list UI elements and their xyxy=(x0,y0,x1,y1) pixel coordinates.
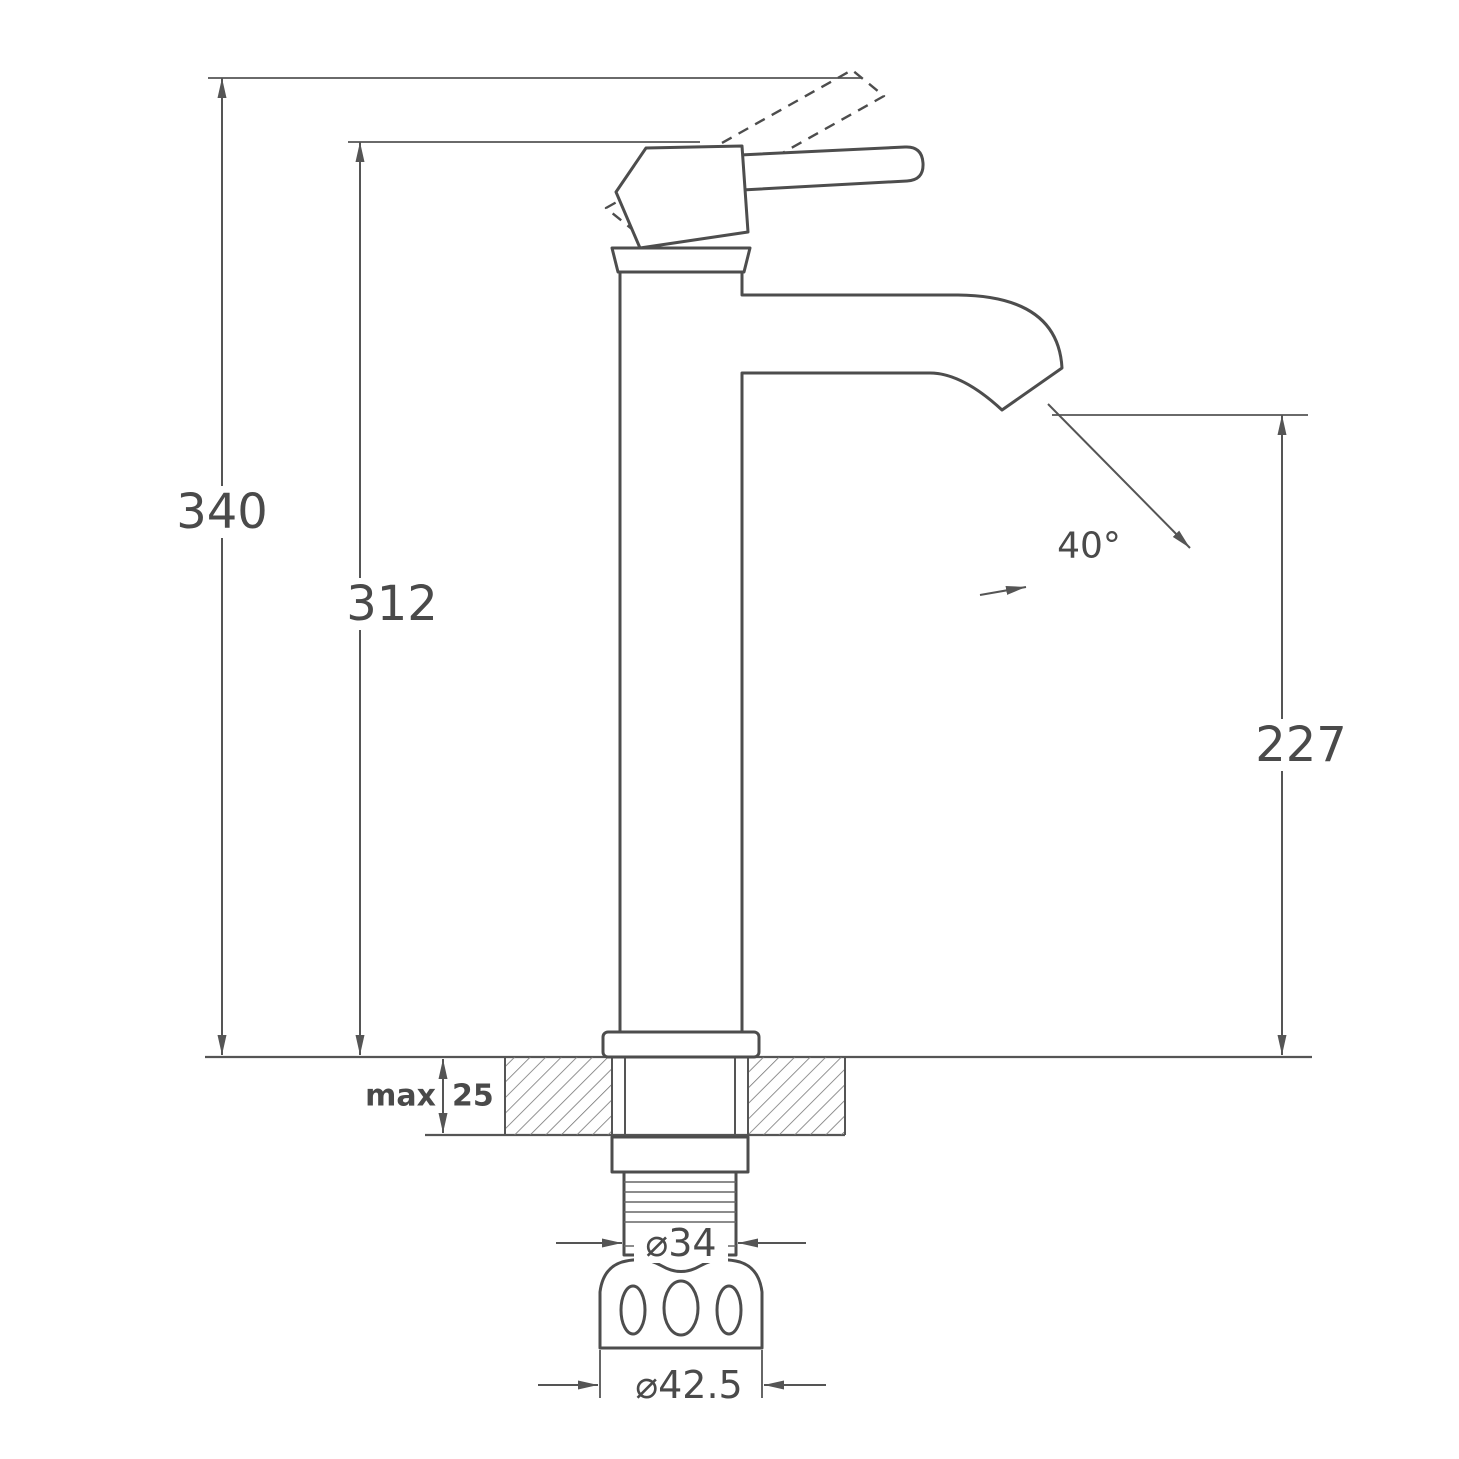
countertop-hatch-left xyxy=(505,1057,612,1135)
label-bg-40deg xyxy=(1046,523,1132,569)
nut-slot-center xyxy=(662,1279,700,1337)
label-bg-312 xyxy=(345,578,441,630)
label-bg-340 xyxy=(176,486,270,538)
dimension-lines xyxy=(217,78,1287,1390)
handle-collar xyxy=(610,246,752,274)
dashed-lever-outline xyxy=(604,68,886,236)
countertop-section xyxy=(504,1057,846,1137)
dim-nut-diameter-label: ⌀42.5 xyxy=(635,1363,743,1407)
body-and-spout xyxy=(618,270,1064,1042)
dim-spout-angle-label: 40° xyxy=(1057,526,1121,567)
angle-reference-arrow xyxy=(979,585,1027,596)
seal-washer xyxy=(610,1135,750,1174)
dim-deck-max-value: 25 xyxy=(452,1079,494,1114)
dim-handle-height-label: 312 xyxy=(346,576,438,632)
handle-body xyxy=(614,144,750,250)
dim-spout-height-label: 227 xyxy=(1255,717,1347,773)
extension-lines xyxy=(205,77,1312,1398)
label-bg-227 xyxy=(1252,719,1350,771)
faucet-outline xyxy=(598,68,1064,1350)
label-bg-d34 xyxy=(634,1223,728,1263)
dim-deck-max-word: max xyxy=(365,1079,436,1114)
handle-lever xyxy=(738,145,925,192)
nut-slot-right xyxy=(715,1284,743,1336)
countertop-hatch-right xyxy=(748,1057,845,1135)
dimension-labels: 340 312 227 40° max 25 ⌀34 ⌀42.5 xyxy=(176,484,1350,1407)
base-flange xyxy=(601,1030,761,1059)
nut-slot-left xyxy=(619,1284,647,1336)
handle-dashed-position xyxy=(604,68,886,236)
angle-leader-line xyxy=(1047,403,1191,549)
dim-shank-diameter-label: ⌀34 xyxy=(645,1221,716,1265)
dim-overall-height-label: 340 xyxy=(176,484,268,540)
mounting-nut xyxy=(598,1258,764,1350)
